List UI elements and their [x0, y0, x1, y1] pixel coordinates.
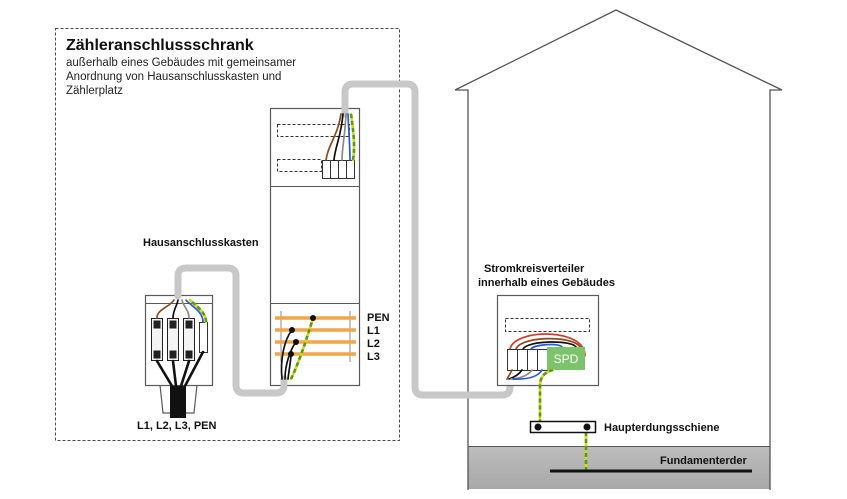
cable-house-connection-to-meter-cabinet: [174, 264, 288, 397]
fuse-contact: [169, 350, 177, 359]
main-earthing-bar-terminal: [583, 423, 591, 431]
cabinet-area-subtitle-line: Zählerplatz: [66, 85, 123, 97]
foundation-earth-label: Fundamenterder: [660, 455, 748, 467]
connection-point-l1: [289, 327, 295, 333]
meter-slot-placeholder: [277, 159, 322, 172]
meter-cabinet-area-frame: [55, 28, 400, 441]
house-outline: [454, 9, 783, 490]
wire-blue: [530, 343, 563, 350]
cabinet-area-subtitle-line: außerhalb eines Gebäudes mit gemeinsamer: [66, 57, 296, 69]
house: [454, 9, 783, 490]
distribution-board-label: Stromkreisverteiler: [484, 263, 585, 275]
wire-grey: [341, 113, 347, 161]
terminal-block: [517, 349, 528, 371]
fuse-l3: [183, 318, 195, 361]
fuse-contact: [185, 350, 193, 359]
cable-meter-cabinet-to-distribution-board: [341, 80, 514, 399]
terminal-block: [330, 160, 339, 179]
cabinet-area-subtitle-line: Anordnung von Hausanschlusskasten und: [66, 71, 281, 83]
surge-protective-device: [547, 347, 585, 370]
wire-green-yellow-stripe: [189, 299, 208, 323]
supply-conductors-label: L1, L2, L3, PEN: [137, 420, 217, 432]
meter-cabinet: [269, 107, 361, 387]
wire-green-yellow: [188, 298, 208, 324]
wire-brown: [515, 337, 582, 351]
supply-conductor: [155, 359, 174, 388]
supply-conductor: [183, 350, 205, 388]
main-earthing-bar: [529, 420, 597, 434]
wire-green-yellow-stripe: [289, 317, 315, 380]
house-connection-box: [144, 294, 214, 418]
supply-conductor: [179, 359, 191, 388]
wire-green-yellow-stripe: [349, 113, 356, 161]
supply-cable: [170, 385, 186, 418]
wire-blue: [347, 113, 351, 161]
main-earthing-bar-rail: [529, 420, 597, 434]
wire-pen: [289, 316, 315, 381]
main-earthing-bar-terminal: [534, 423, 542, 431]
wire-brown: [506, 369, 513, 380]
busbar-label-l2: L2: [367, 338, 380, 350]
fuse-l2: [167, 318, 179, 361]
terminal-block: [322, 160, 331, 179]
surge-protective-device-label: SPD: [554, 352, 579, 366]
busbar-label-pen: PEN: [367, 312, 390, 324]
terminal-block: [537, 349, 548, 371]
pen-terminal: [199, 322, 208, 353]
busbar-label-l1: L1: [367, 325, 380, 337]
earthing-conductor-spd-to-main-earthing-bar: [538, 368, 555, 424]
supply-conductor: [171, 359, 178, 388]
connection-point-l3: [288, 351, 294, 357]
wire-blue: [512, 369, 543, 380]
cabinet-area-title: Zähleranschlussschrank: [66, 37, 254, 54]
terminal-block: [527, 349, 538, 371]
device-row-placeholder: [505, 318, 590, 332]
wire-grey: [181, 299, 190, 319]
connection-point-l2: [293, 339, 299, 345]
wire-green-yellow: [349, 112, 356, 162]
fuse-contact: [153, 350, 161, 359]
terminal-block: [346, 160, 355, 179]
wire-green-yellow-stripe: [538, 368, 554, 422]
wire-black: [333, 113, 344, 161]
busbar-label-l3: L3: [367, 351, 380, 363]
wire-blue: [185, 299, 204, 323]
meter-cabinet-housing: [269, 107, 361, 387]
terminal-block: [507, 349, 518, 371]
house-connection-box-label: Hausanschlusskasten: [143, 237, 259, 249]
wire-black: [522, 341, 577, 350]
wire-black: [172, 299, 179, 319]
wire-brown: [325, 113, 342, 161]
terminal-block: [338, 160, 347, 179]
fuse-contact: [153, 320, 161, 329]
fuse-contact: [185, 320, 193, 329]
main-earthing-bar-label: Haupterdungsschiene: [604, 422, 720, 434]
fuse-contact: [169, 320, 177, 329]
distribution-board-label: innerhalb eines Gebäudes: [478, 277, 615, 289]
connection-point-pen: [310, 315, 316, 321]
wire-l1: [280, 329, 293, 380]
ground-layer: [468, 446, 770, 489]
fuse-l1: [151, 318, 163, 361]
wire-brown: [156, 299, 175, 319]
